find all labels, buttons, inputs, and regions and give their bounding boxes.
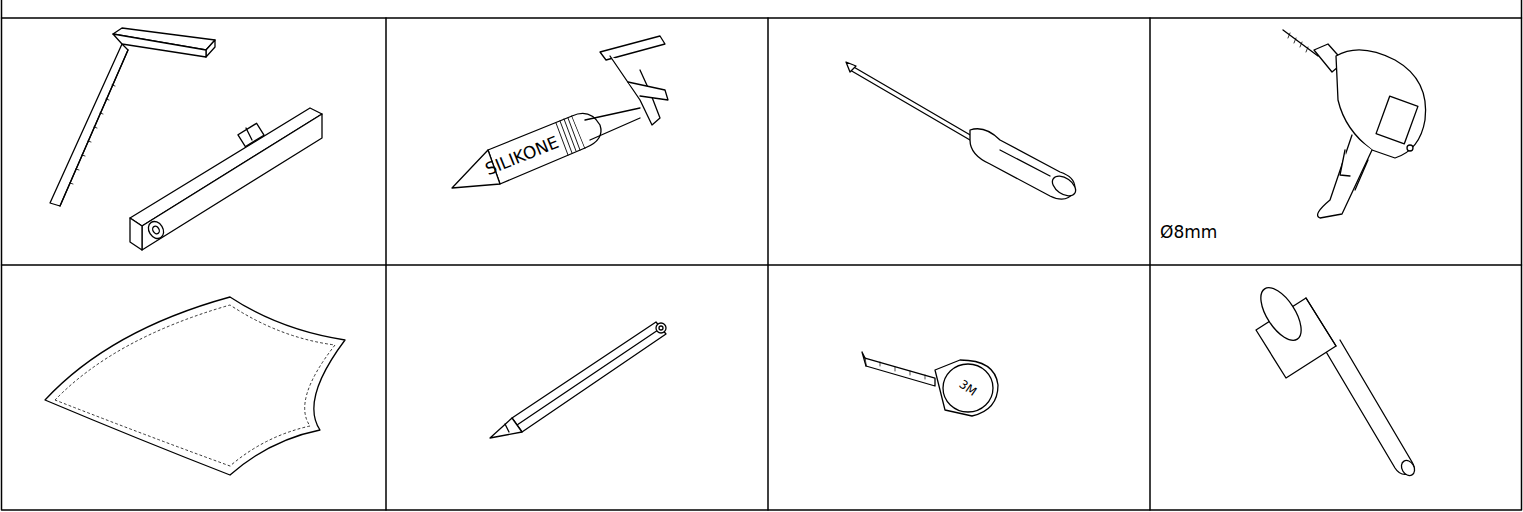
silicone-gun — [452, 36, 668, 188]
cloth — [45, 297, 345, 475]
drill-bit-size: Ø8mm — [1160, 224, 1217, 241]
electric-drill — [1283, 30, 1426, 218]
square-and-level — [50, 28, 322, 250]
tape-measure — [862, 352, 998, 416]
mallet — [1253, 281, 1417, 478]
screwdriver — [846, 62, 1079, 200]
pencil — [490, 322, 666, 438]
